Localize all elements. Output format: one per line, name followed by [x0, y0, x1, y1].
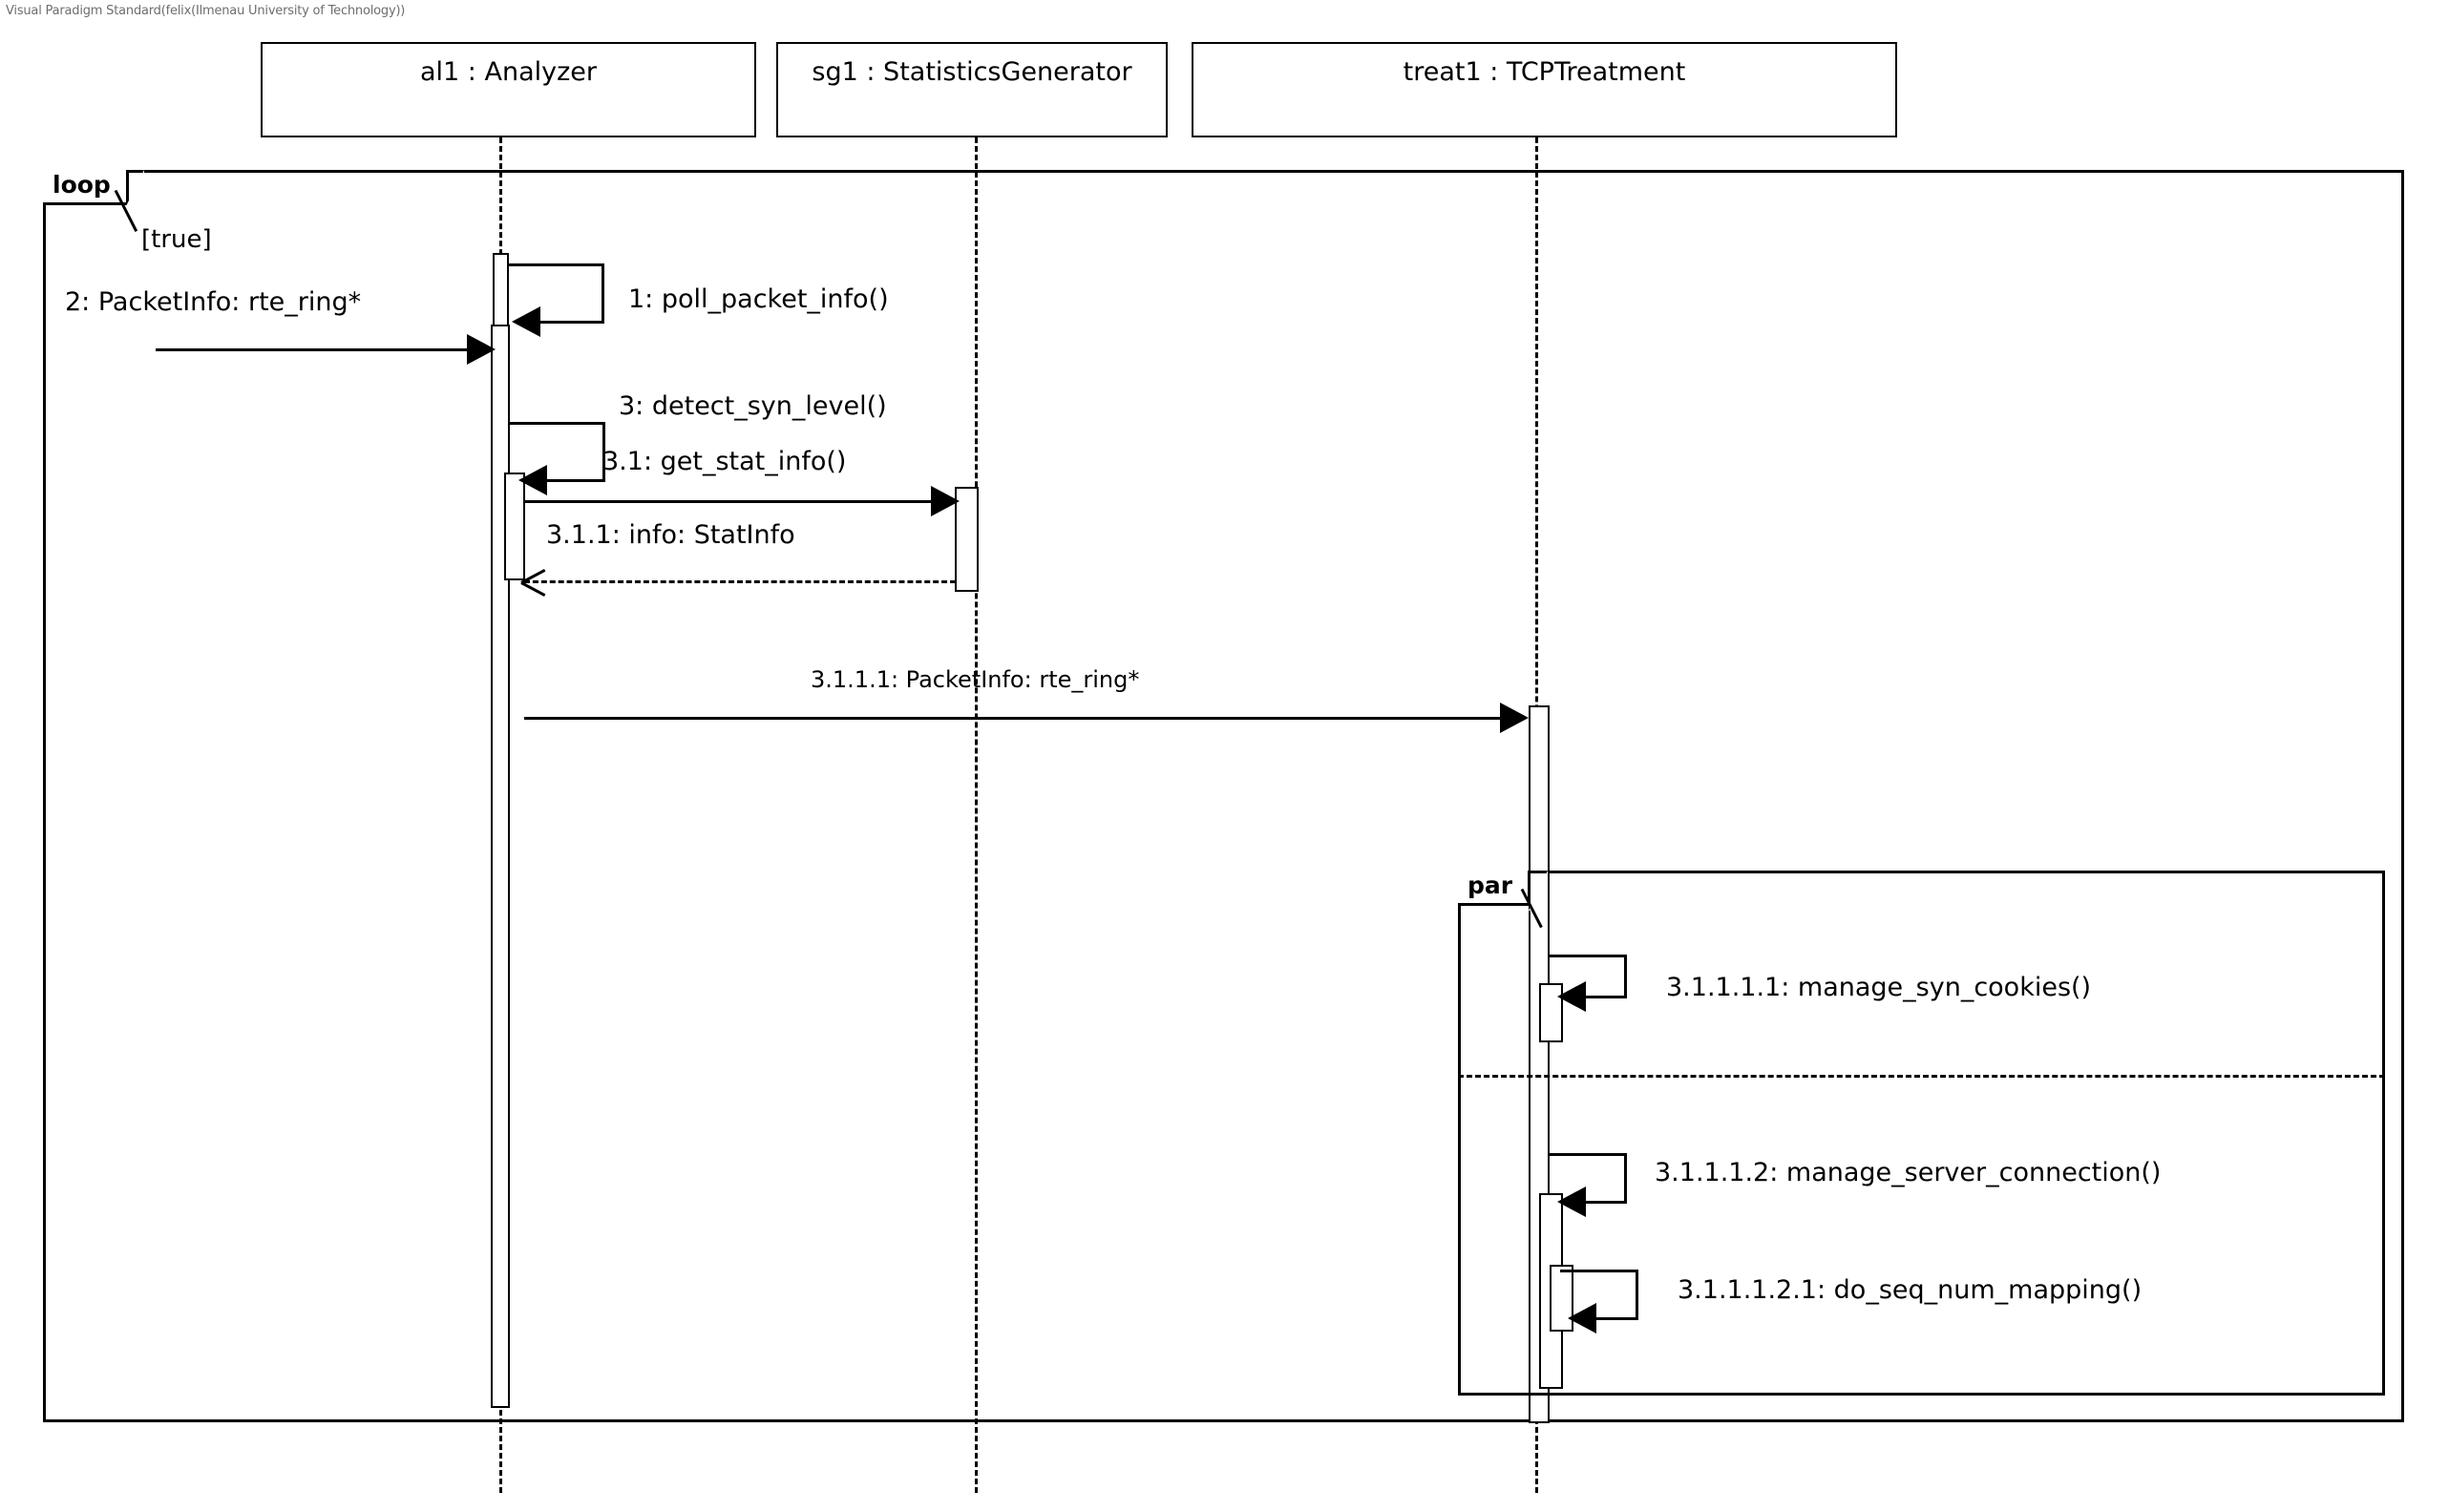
fragment-par[interactable]	[1458, 871, 2385, 1396]
fragment-loop[interactable]	[43, 170, 2404, 1422]
message-2-label: 2: PacketInfo: rte_ring*	[65, 287, 362, 317]
lifeline-head-treat1[interactable]: treat1 : TCPTreatment	[1192, 42, 1897, 137]
message-3-1-1-1-2-bottom	[1585, 1201, 1627, 1204]
message-3-top	[510, 422, 605, 425]
message-3-1-1-1-1-label: 3.1.1.1.1: manage_syn_cookies()	[1666, 973, 2092, 1002]
fragment-par-divider	[1458, 1075, 2385, 1078]
lifeline-sg1	[975, 137, 978, 1493]
message-1-top	[509, 263, 604, 266]
message-3-1-1-line	[524, 580, 956, 583]
lifeline-head-sg1[interactable]: sg1 : StatisticsGenerator	[776, 42, 1168, 137]
message-3-1-1-1-2-1-top	[1560, 1270, 1638, 1272]
message-3-1-1-1-2-1-label: 3.1.1.1.2.1: do_seq_num_mapping()	[1678, 1275, 2143, 1305]
fragment-par-corner	[1529, 871, 1548, 911]
message-3-1-1-1-label: 3.1.1.1: PacketInfo: rte_ring*	[811, 666, 1140, 693]
message-3-1-1-1-1-right	[1624, 955, 1627, 998]
message-3-1-1-1-2-right	[1624, 1153, 1627, 1203]
lifeline-label-sg1: sg1 : StatisticsGenerator	[812, 57, 1132, 87]
fragment-par-operator: par	[1458, 871, 1531, 906]
fragment-loop-corner	[123, 170, 144, 212]
message-1-label: 1: poll_packet_info()	[628, 284, 889, 314]
message-3-1-1-1-1-top	[1549, 955, 1627, 957]
message-1-right	[602, 263, 604, 324]
message-3-1-label: 3.1: get_stat_info()	[602, 447, 847, 476]
activation-al1-nested[interactable]	[504, 472, 525, 580]
message-3-1-1-1-2-1-right	[1636, 1270, 1638, 1319]
message-3-1-1-1-1-bottom	[1585, 996, 1627, 998]
message-3-1-1-arrowhead	[521, 569, 546, 594]
message-3-1-arrowhead	[931, 486, 960, 516]
message-1-arrowhead	[512, 306, 540, 337]
message-3-label: 3: detect_syn_level()	[619, 391, 887, 421]
message-3-1-1-1-2-1-arrowhead	[1568, 1303, 1596, 1334]
message-2-arrowhead	[467, 334, 496, 365]
message-1-bottom	[540, 321, 604, 324]
message-3-1-1-1-2-1-bottom	[1595, 1317, 1638, 1320]
message-3-1-1-1-2-label: 3.1.1.1.2: manage_server_connection()	[1655, 1158, 2162, 1187]
message-3-1-1-1-1-arrowhead	[1557, 981, 1586, 1012]
message-3-1-1-label: 3.1.1: info: StatInfo	[546, 520, 795, 550]
message-2-line	[156, 348, 471, 351]
watermark-text: Visual Paradigm Standard(felix(Ilmenau U…	[6, 4, 406, 18]
message-3-bottom	[546, 479, 605, 482]
lifeline-label-al1: al1 : Analyzer	[420, 57, 597, 87]
message-3-1-1-1-line	[524, 717, 1505, 720]
activation-al1-main[interactable]	[491, 325, 510, 1408]
message-3-right	[602, 422, 605, 482]
message-3-arrowhead	[518, 465, 547, 495]
fragment-loop-operator: loop	[43, 170, 129, 205]
fragment-loop-operator-text: loop	[53, 171, 111, 199]
message-3-1-1-1-arrowhead	[1500, 703, 1529, 733]
message-3-1-line	[524, 500, 937, 503]
message-3-1-1-1-2-top	[1549, 1153, 1627, 1156]
lifeline-label-treat1: treat1 : TCPTreatment	[1403, 57, 1686, 87]
lifeline-head-al1[interactable]: al1 : Analyzer	[261, 42, 756, 137]
message-3-1-1-1-2-arrowhead	[1557, 1186, 1586, 1217]
fragment-par-operator-text: par	[1467, 872, 1513, 899]
fragment-loop-guard: [true]	[141, 225, 212, 254]
